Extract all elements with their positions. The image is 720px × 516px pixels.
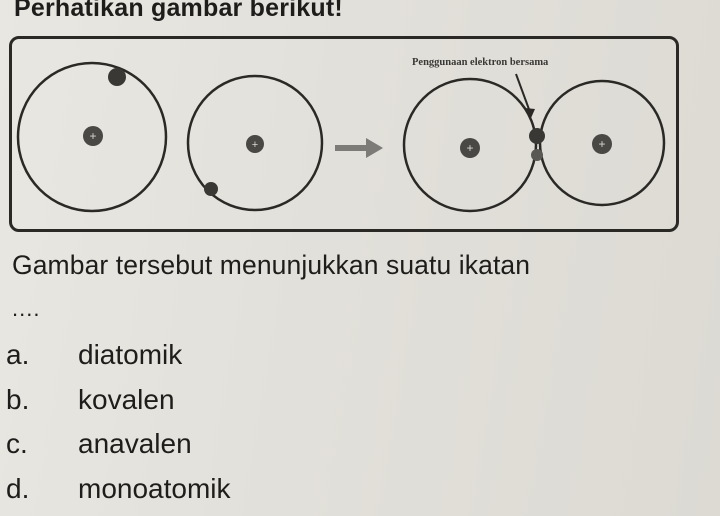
option-b[interactable]: b. kovalen xyxy=(6,378,231,423)
option-letter: c. xyxy=(6,428,28,460)
reaction-arrow-icon xyxy=(335,138,383,158)
bonded-atom-right-nucleus-sign: + xyxy=(598,137,605,151)
answer-options: a. diatomik b. kovalen c. anavalen d. mo… xyxy=(6,333,231,511)
atom-left-orbit xyxy=(16,61,168,213)
option-text: anavalen xyxy=(78,428,192,460)
atom-middle-electron xyxy=(204,182,218,196)
atom-left-nucleus xyxy=(83,126,103,146)
atom-middle-nucleus xyxy=(246,135,264,153)
option-c[interactable]: c. anavalen xyxy=(6,422,231,467)
option-text: monoatomik xyxy=(78,472,231,504)
option-letter: b. xyxy=(6,383,30,415)
option-letter: d. xyxy=(6,472,30,504)
bonded-atom-right-nucleus xyxy=(592,134,612,154)
bonded-atom-left-nucleus-sign: + xyxy=(466,141,473,155)
question-stem: Gambar tersebut menunjukkan suatu ikatan xyxy=(12,250,531,280)
figure-frame xyxy=(9,36,679,232)
option-text: kovalen xyxy=(78,383,175,415)
option-text: diatomik xyxy=(78,339,183,371)
atom-middle-orbit xyxy=(186,74,324,212)
option-d[interactable]: d. monoatomik xyxy=(6,467,231,512)
option-a[interactable]: a. diatomik xyxy=(6,333,231,378)
atom-left-electron xyxy=(108,68,126,86)
shared-electron-upper xyxy=(529,128,545,144)
shared-electron-lower xyxy=(531,149,543,161)
answer-blank: .... xyxy=(12,296,41,321)
bonded-atom-left-orbit xyxy=(402,77,538,213)
atom-left-nucleus-sign: + xyxy=(89,129,96,143)
atom-middle-nucleus-sign: + xyxy=(252,139,258,151)
question-intro: Perhatikan gambar berikut! xyxy=(14,0,343,22)
figure-caption: Penggunaan elektron bersama xyxy=(412,57,549,68)
option-letter: a. xyxy=(6,339,30,371)
bonded-atom-left-nucleus xyxy=(460,138,480,158)
caption-pointer xyxy=(515,73,531,113)
